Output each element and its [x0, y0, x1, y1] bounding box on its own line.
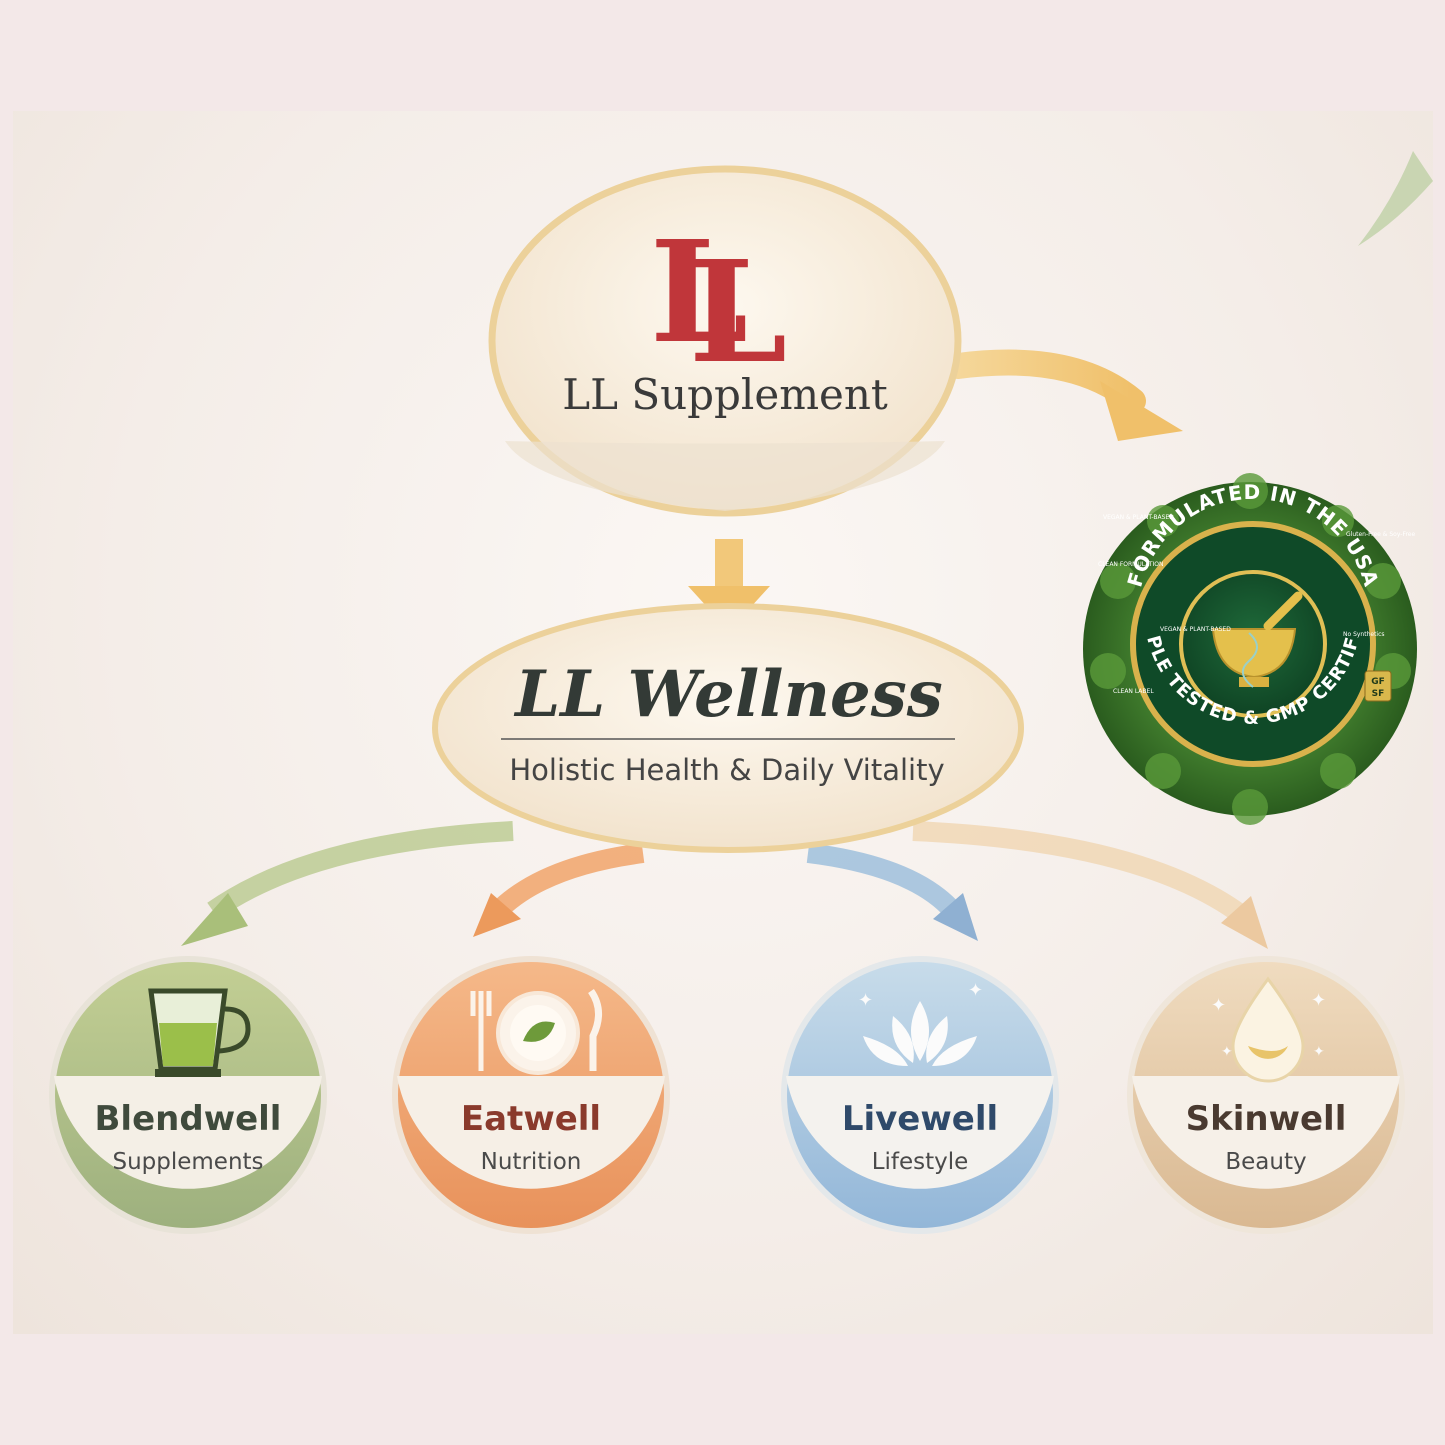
oil-drop-icon: ✦ ✦ ✦ ✦: [1211, 976, 1326, 1083]
leaf-decoration: [1358, 151, 1433, 246]
category-title: Eatwell: [461, 1099, 601, 1139]
badge-side-label: VEGAN & PLANT-BASED: [1103, 514, 1174, 521]
blender-icon: [148, 988, 251, 1077]
category-subtitle: Supplements: [112, 1149, 263, 1175]
ll-wellness-node: LL Wellness Holistic Health & Daily Vita…: [432, 603, 1024, 853]
svg-text:✦: ✦: [1311, 990, 1326, 1011]
wellness-subtitle: Holistic Health & Daily Vitality: [509, 753, 944, 787]
badge-side-label: No Synthetics: [1343, 631, 1385, 638]
badge-side-label: CLEAN FORMULATION: [1098, 561, 1164, 568]
category-skinwell[interactable]: ✦ ✦ ✦ ✦ Skinwell Beauty: [1127, 956, 1405, 1234]
category-subtitle: Nutrition: [481, 1149, 582, 1175]
svg-text:L: L: [650, 211, 748, 375]
svg-text:L: L: [689, 231, 787, 395]
svg-text:✦: ✦: [858, 990, 873, 1011]
lotus-icon: ✦ ✦: [858, 980, 983, 1066]
brand-name: LL Supplement: [562, 370, 888, 419]
category-eatwell[interactable]: Eatwell Nutrition: [392, 956, 670, 1234]
category-title: Skinwell: [1186, 1099, 1347, 1139]
category-subtitle: Beauty: [1225, 1149, 1306, 1175]
svg-text:SF: SF: [1372, 689, 1385, 699]
badge-side-label: VEGAN & PLANT-BASED: [1160, 626, 1231, 633]
arrow-to-blendwell: [181, 821, 514, 946]
wellness-title: LL Wellness: [513, 657, 943, 732]
svg-text:✦: ✦: [1221, 1044, 1233, 1060]
ll-monogram-logo: L L: [650, 211, 787, 395]
gf-sf-mini-badge: GF SF: [1364, 670, 1392, 702]
arrow-to-badge: [945, 349, 1183, 441]
arrow-to-eatwell: [473, 843, 645, 937]
arrow-to-skinwell: [912, 821, 1268, 949]
category-blendwell[interactable]: Blendwell Supplements: [49, 956, 327, 1234]
category-title: Livewell: [842, 1099, 998, 1139]
badge-side-label: CLEAN LABEL: [1113, 688, 1154, 695]
wellness-diagram: L L LL Supplement LL Wellness Holistic H…: [13, 111, 1433, 1234]
svg-text:✦: ✦: [968, 980, 983, 1001]
arrow-to-livewell: [806, 843, 978, 941]
svg-text:✦: ✦: [1313, 1044, 1325, 1060]
category-subtitle: Lifestyle: [872, 1149, 969, 1175]
mortar-pestle-icon: [1211, 591, 1303, 688]
ll-supplement-node: L L LL Supplement: [488, 165, 962, 517]
category-title: Blendwell: [95, 1099, 282, 1139]
category-livewell[interactable]: ✦ ✦ Livewell Lifestyle: [781, 956, 1059, 1234]
diagram-canvas: L L LL Supplement LL Wellness Holistic H…: [13, 111, 1433, 1334]
svg-text:✦: ✦: [1211, 995, 1226, 1016]
svg-text:GF: GF: [1371, 677, 1385, 687]
badge-side-label: Gluten-Free & Soy-Free: [1346, 531, 1415, 538]
plate-cutlery-icon: [470, 988, 602, 1075]
